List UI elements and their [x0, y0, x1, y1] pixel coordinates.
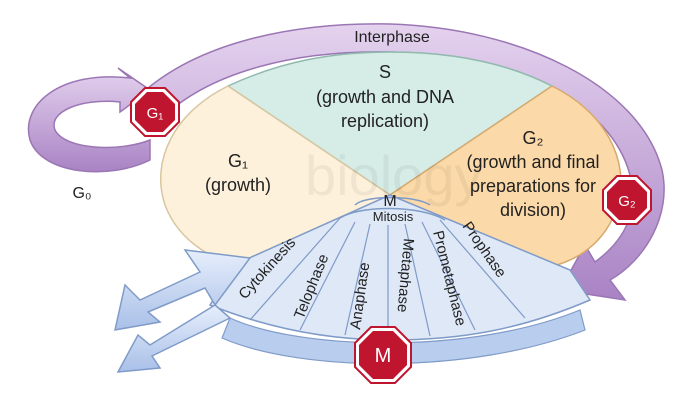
g2-phase-line2: preparations for [470, 176, 596, 196]
g1-phase-line1: (growth) [205, 175, 271, 195]
g1-phase-title: G₁ [228, 151, 248, 171]
g2-phase-line3: division) [500, 200, 566, 220]
m-checkpoint-icon: M [354, 326, 412, 384]
interphase-label: Interphase [354, 29, 430, 46]
watermark-text: biology [305, 144, 482, 207]
g2-phase-line1: (growth and final [466, 152, 599, 172]
g2-checkpoint-icon: G₂ [602, 175, 652, 225]
g1-checkpoint-label: G₁ [147, 105, 164, 122]
m-checkpoint-label: M [375, 345, 392, 367]
stage-metaphase: Metaphase [394, 238, 417, 313]
s-phase-line1: (growth and DNA [316, 87, 454, 107]
g1-checkpoint-icon: G₁ [130, 87, 180, 137]
cytokinesis-arrows [114, 249, 586, 373]
s-phase-sector [226, 51, 554, 196]
mitosis-label: Mitosis [373, 209, 414, 224]
g0-loop-arrow [27, 67, 152, 173]
s-phase-line2: replication) [341, 111, 429, 131]
cycle-wheel [160, 51, 622, 269]
m-phase-title: M [383, 193, 396, 210]
g2-checkpoint-label: G₂ [618, 193, 636, 210]
s-phase-title: S [379, 62, 391, 82]
g0-label: G₀ [72, 185, 91, 202]
g2-phase-title: G₂ [523, 128, 544, 148]
